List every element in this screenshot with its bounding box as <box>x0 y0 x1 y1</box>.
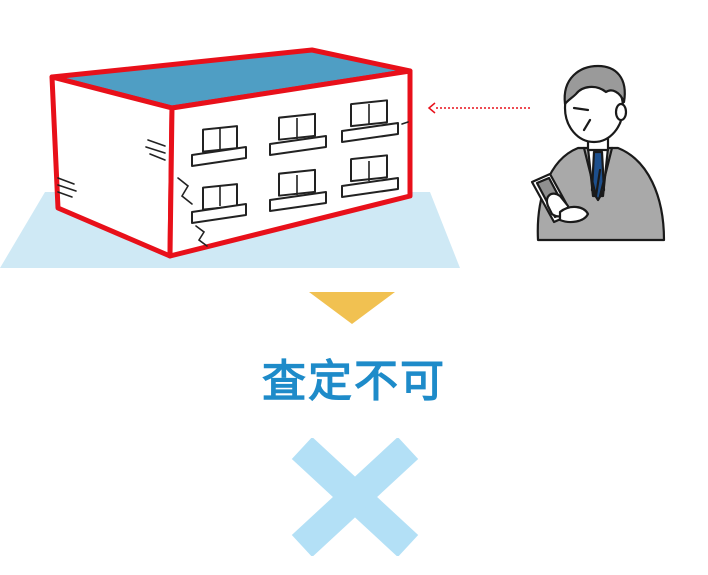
triangle-down-icon <box>309 292 395 324</box>
dotted-arrow-left-icon <box>427 102 532 114</box>
inspection-scene <box>0 47 666 268</box>
assessment-result-label: 査定不可 <box>262 356 446 407</box>
businessman-with-tablet-icon <box>530 64 666 242</box>
cross-mark-icon <box>291 438 419 556</box>
apartment-building-icon <box>49 47 413 259</box>
